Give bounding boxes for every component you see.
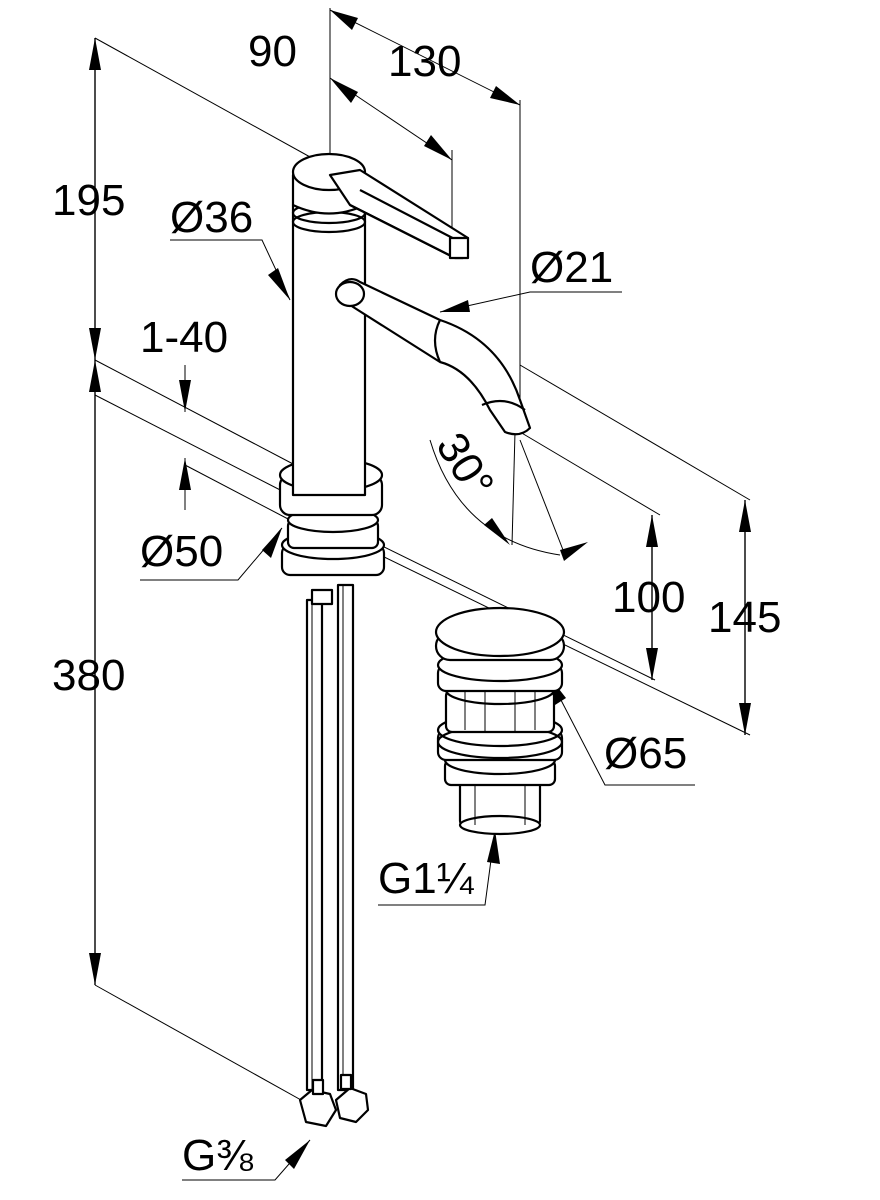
- label-waste-diameter: Ø65: [604, 729, 687, 778]
- label-base-diameter: Ø50: [140, 527, 223, 576]
- label-supply-thread: G⅜: [182, 1131, 253, 1180]
- pop-up-waste: [434, 606, 566, 836]
- label-waste-thread: G1¼: [378, 854, 475, 903]
- faucet-body: [278, 152, 532, 1128]
- dimension-labels: 90 130 195 Ø36 Ø21 1-40 30° Ø50 100 145 …: [52, 27, 781, 1180]
- label-height-195: 195: [52, 176, 125, 225]
- label-spout-reach: 130: [388, 37, 461, 86]
- label-body-diameter: Ø36: [170, 193, 253, 242]
- dimension-arrows: [89, 10, 751, 1169]
- label-spout-height: 100: [612, 573, 685, 622]
- label-below-deck-length: 380: [52, 651, 125, 700]
- label-overall-spout-height: 145: [708, 593, 781, 642]
- label-spout-diameter: Ø21: [530, 243, 613, 292]
- label-lever-length: 90: [248, 27, 297, 76]
- label-rotation-angle: 30°: [427, 424, 504, 506]
- label-deck-thickness: 1-40: [140, 313, 228, 362]
